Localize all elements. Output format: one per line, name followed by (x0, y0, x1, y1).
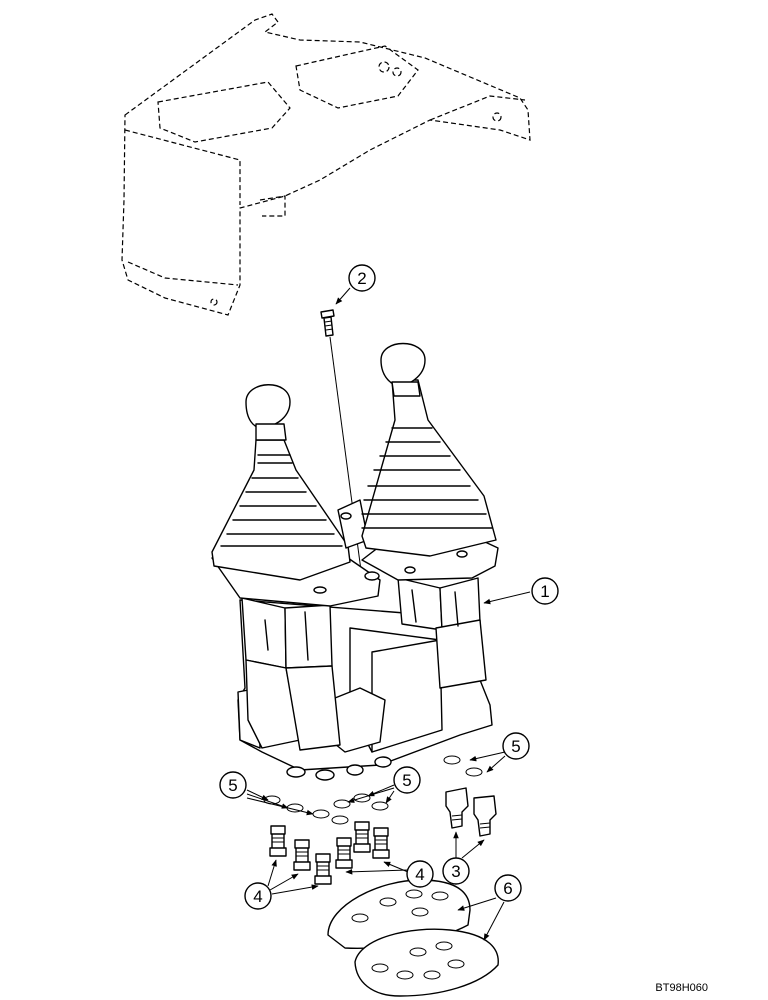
elbow-fittings (445, 787, 497, 837)
callout-5-right-label: 5 (511, 737, 520, 756)
callout-5-right: 5 (502, 732, 530, 760)
console-cover (121, 13, 531, 316)
callout-4-right: 4 (406, 860, 434, 888)
valve-filter-plate (327, 879, 499, 997)
callout-3: 3 (442, 857, 470, 885)
callout-5-left-label: 5 (228, 776, 237, 795)
callout-6: 6 (494, 874, 522, 902)
callout-3-label: 3 (451, 862, 460, 881)
callout-4-left: 4 (244, 882, 272, 910)
callout-4-left-label: 4 (253, 887, 262, 906)
joystick-valve-assembly (211, 342, 499, 781)
callout-2-label: 2 (357, 269, 366, 288)
callout-5-middle-label: 5 (402, 771, 411, 790)
callout-4-right-label: 4 (415, 865, 424, 884)
straight-fittings (269, 821, 390, 885)
callout-2: 2 (348, 264, 376, 292)
callout-1: 1 (531, 577, 559, 605)
callout-5-middle: 5 (393, 766, 421, 794)
callout-6-label: 6 (503, 879, 512, 898)
callout-5-left: 5 (219, 771, 247, 799)
callout-1-label: 1 (540, 582, 549, 601)
leader-lines (246, 287, 531, 941)
o-rings (263, 755, 483, 825)
reference-code: BT98H060 (655, 982, 708, 994)
